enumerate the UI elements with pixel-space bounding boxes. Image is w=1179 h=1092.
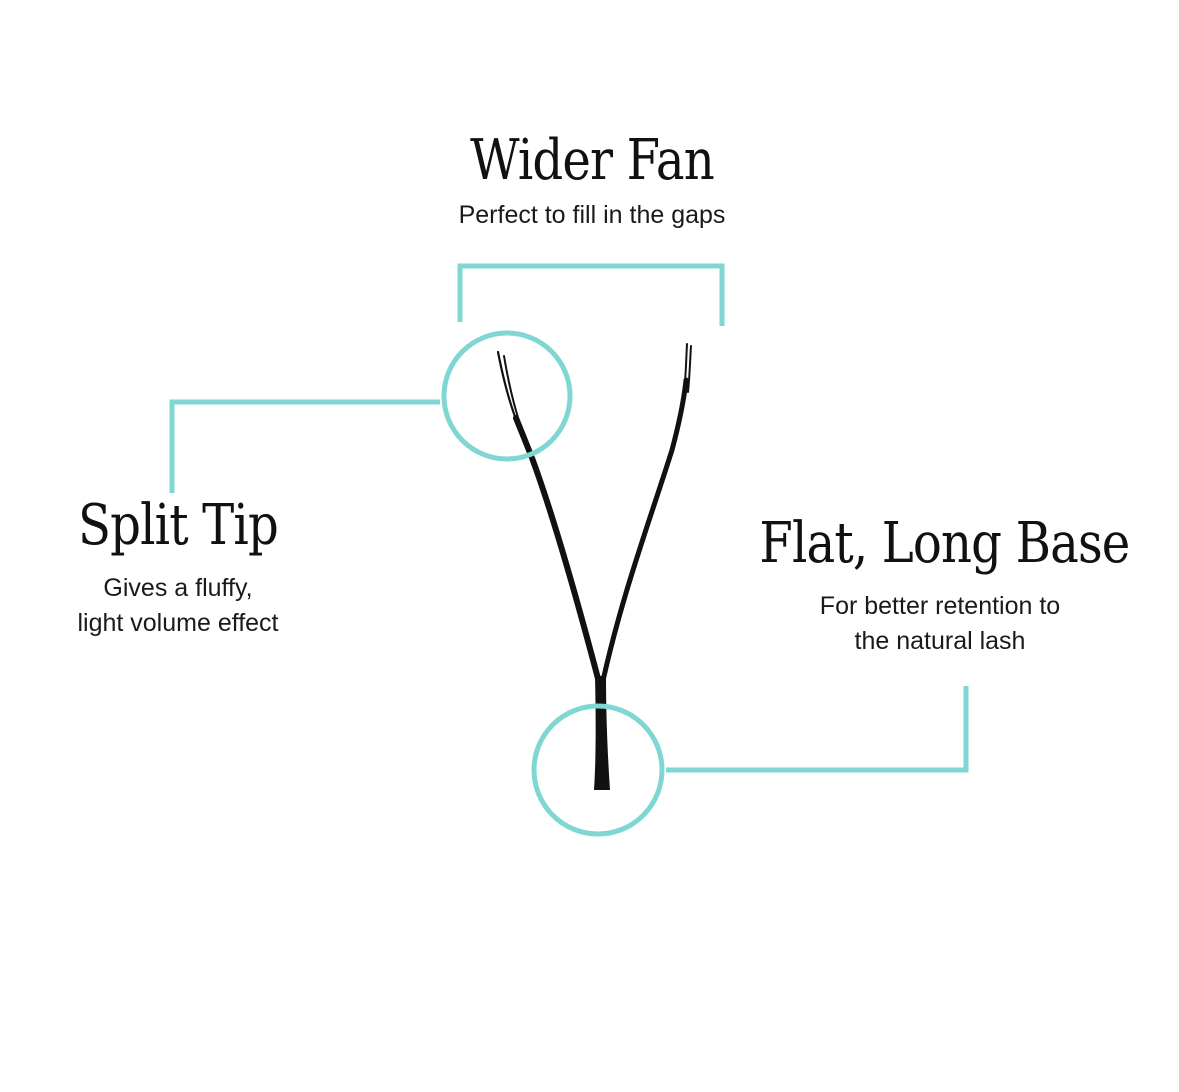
wider-fan-callout: Wider Fan Perfect to fill in the gaps (392, 130, 792, 233)
wider-fan-title: Wider Fan (470, 128, 715, 193)
split-tip-highlight-circle (441, 330, 573, 462)
split-tip-description-line: Gives a fluffy, (103, 573, 253, 602)
flat-long-base-title: Flat, Long Base (759, 511, 1130, 576)
split-tip-callout: Split Tip Gives a fluffy, light volume e… (18, 495, 338, 641)
split-tip-description-line: light volume effect (77, 608, 279, 637)
wider-fan-description: Perfect to fill in the gaps (458, 200, 726, 229)
flat-long-base-callout: Flat, Long Base For better retention to … (730, 513, 1150, 659)
flat-long-base-description-line: For better retention to (819, 591, 1061, 620)
lash-right-tip-strand (683, 343, 688, 393)
split-tip-title: Split Tip (78, 493, 279, 558)
lash-base (594, 676, 610, 790)
lash-right-branch (598, 377, 689, 693)
lash-left-tip-strand (503, 355, 527, 445)
lash-left-tip-strand (496, 350, 524, 438)
lash-left-branch (513, 415, 604, 693)
lash-right-tip-strand (687, 345, 692, 393)
flat-base-highlight-circle (531, 703, 665, 837)
flat-long-base-description-line: the natural lash (854, 626, 1026, 655)
lash-illustration (496, 343, 692, 790)
flat-long-base-description: For better retention to the natural lash (730, 589, 1150, 659)
split-tip-description: Gives a fluffy, light volume effect (18, 571, 338, 641)
flat-base-leader-line (666, 686, 969, 773)
split-tip-leader-line (169, 399, 440, 493)
wider-fan-bracket (457, 263, 725, 326)
